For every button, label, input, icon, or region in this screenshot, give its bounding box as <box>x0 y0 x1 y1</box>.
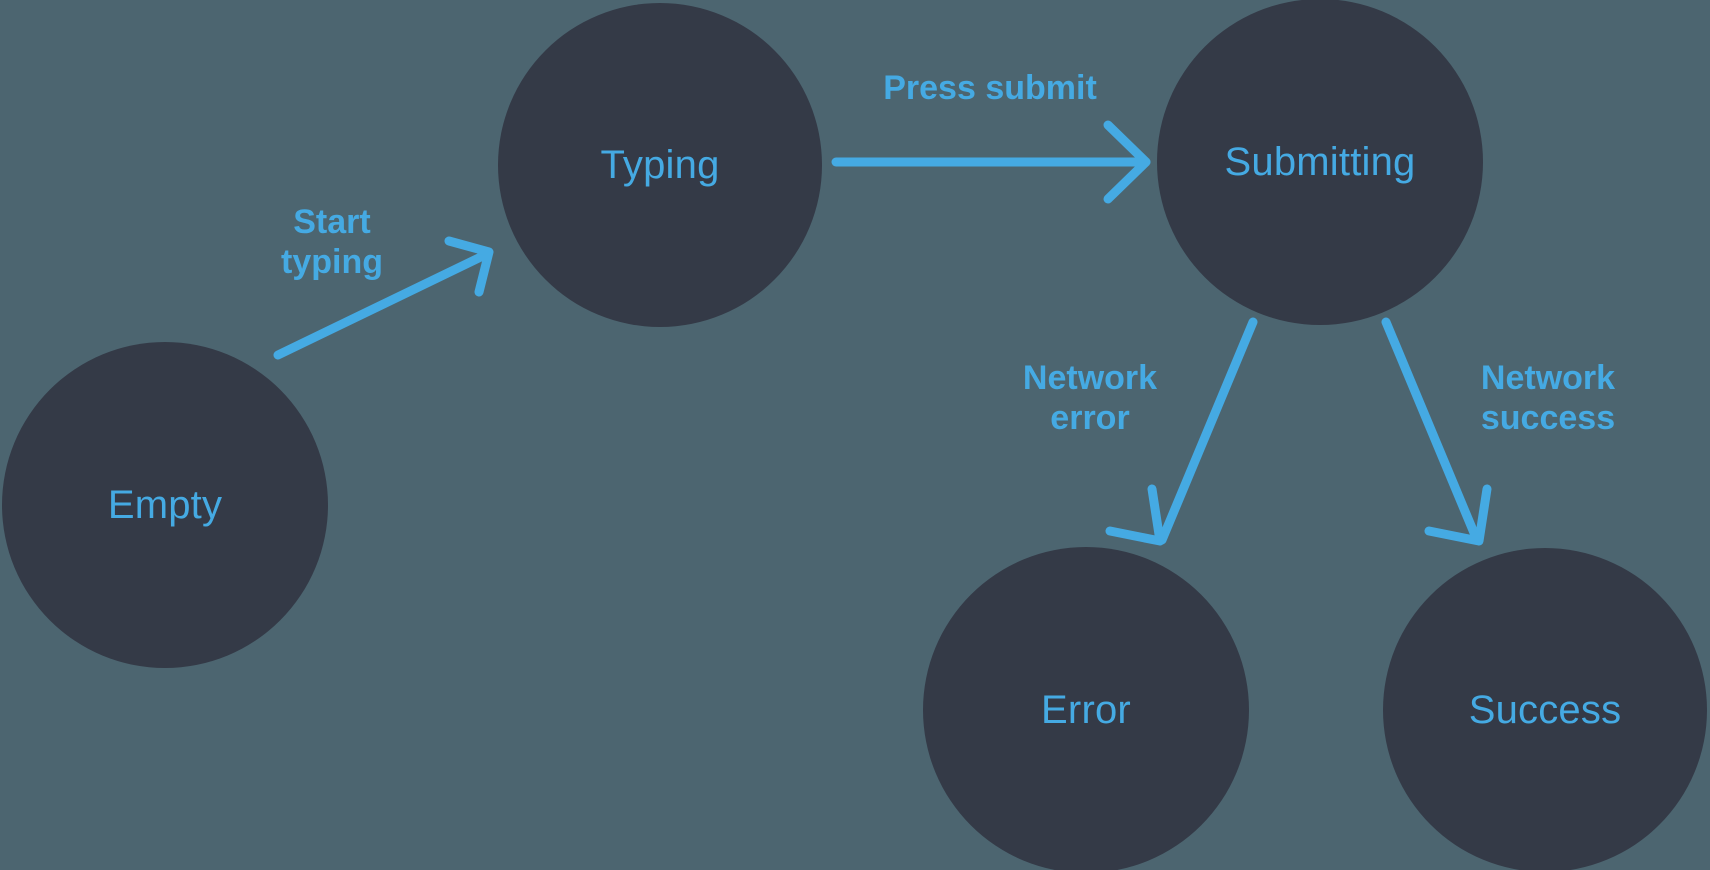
edge-line <box>1157 317 1258 545</box>
state-node-label: Typing <box>600 143 720 187</box>
arrowhead-icon <box>444 236 494 297</box>
state-node-label: Submitting <box>1224 140 1416 184</box>
edge-typing-to-submitting <box>831 120 1151 204</box>
edge-empty-to-typing <box>273 236 494 360</box>
arrowhead-icon <box>1105 484 1165 546</box>
edge-line <box>1381 317 1482 545</box>
transition-label-start-typing: Start typing <box>281 202 383 281</box>
state-node-label: Error <box>1041 688 1131 732</box>
edge-line <box>273 249 492 360</box>
state-node-error[interactable]: Error <box>923 547 1249 870</box>
edge-submitting-to-error <box>1105 317 1258 546</box>
state-node-submitting[interactable]: Submitting <box>1157 0 1483 325</box>
state-node-label: Success <box>1468 688 1622 732</box>
arrowhead-icon <box>1103 120 1151 204</box>
state-node-empty[interactable]: Empty <box>2 342 328 668</box>
state-node-label: Empty <box>107 483 223 527</box>
transition-label-network-success: Network success <box>1480 358 1616 437</box>
state-node-typing[interactable]: Typing <box>498 3 822 327</box>
edge-submitting-to-success <box>1381 317 1492 546</box>
arrowhead-icon <box>1424 484 1492 546</box>
state-node-success[interactable]: Success <box>1383 548 1707 870</box>
transition-label-press-submit: Press submit <box>883 68 1097 107</box>
transition-label-network-error: Network error <box>1022 358 1158 437</box>
